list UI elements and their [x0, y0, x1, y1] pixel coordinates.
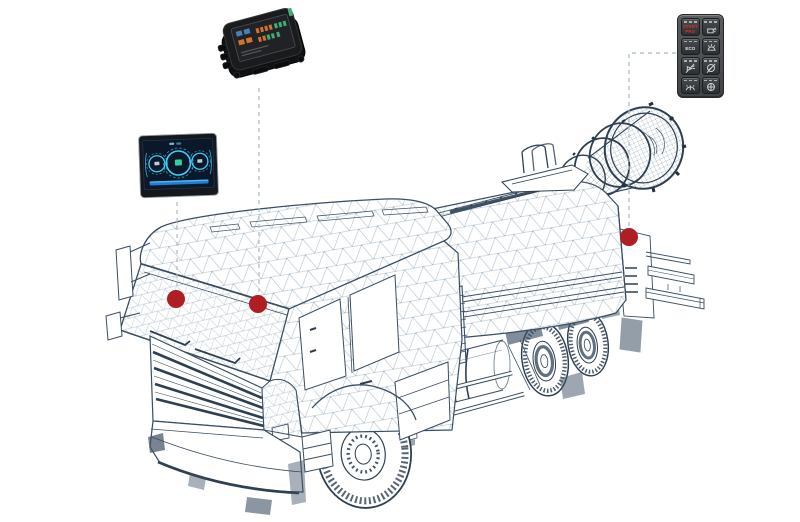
button-indicator-ticks: [683, 60, 697, 62]
button-indicator-ticks: [704, 21, 718, 23]
keypad-button-fan-off[interactable]: [701, 57, 720, 75]
keypad-button-label: START PRO: [682, 23, 698, 34]
keypad-button-work-lamp[interactable]: [701, 37, 720, 55]
keypad-mount-point[interactable]: [620, 228, 638, 246]
work-lamp-icon: [707, 44, 716, 51]
controller-mount-point[interactable]: [249, 295, 267, 313]
button-indicator-ticks: [683, 40, 697, 42]
keypad-button-eco[interactable]: ECO: [681, 37, 700, 55]
button-indicator-ticks: [683, 79, 697, 81]
keypad-button-spray-off[interactable]: [681, 57, 700, 75]
button-indicator-ticks: [704, 60, 718, 62]
button-indicator-ticks: [704, 79, 718, 81]
sprinkler-icon: [706, 27, 717, 33]
keypad-button-label: ECO: [685, 45, 696, 51]
keypad-button-water-spray[interactable]: [681, 76, 700, 94]
control-keypad: START PRO ECO: [677, 14, 724, 98]
keypad-button-start-pro[interactable]: START PRO: [681, 18, 700, 36]
fan-icon: [706, 83, 715, 91]
keypad-connector: [628, 52, 676, 226]
keypad-button-fan[interactable]: [701, 76, 720, 94]
display-mount-point[interactable]: [167, 290, 185, 308]
button-indicator-ticks: [683, 21, 697, 23]
button-indicator-ticks: [704, 40, 718, 42]
fan-off-icon: [706, 63, 716, 73]
controller-unit: [216, 4, 312, 86]
spray-off-icon: [685, 63, 696, 73]
hmi-display: [138, 132, 219, 199]
keypad-button-sprinkler[interactable]: [701, 18, 720, 36]
water-spray-icon: [685, 85, 696, 91]
